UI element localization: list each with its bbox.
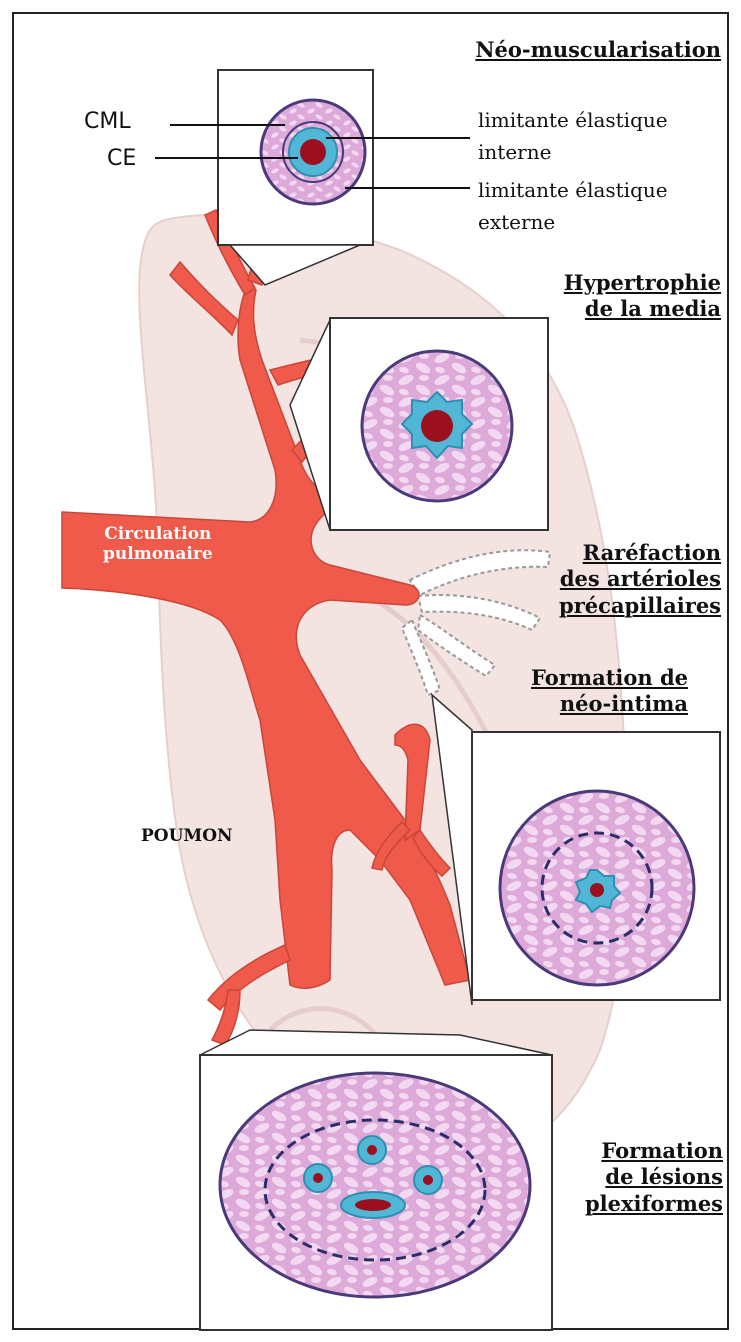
stage-title-neo-muscularisation: Néo-muscularisation: [475, 37, 721, 63]
label-circulation: Circulation pulmonaire: [103, 524, 213, 565]
stage-title-line: Néo-muscularisation: [475, 37, 721, 63]
stage-title-neo-intima: Formation de néo-intima: [531, 665, 688, 718]
stage-title-line: précapillaires: [559, 593, 721, 619]
stage-title-line: plexiformes: [585, 1191, 723, 1217]
stage-title-lesions-plexiformes: Formation de lésions plexiformes: [585, 1138, 723, 1217]
stage-title-line: de lésions: [585, 1164, 723, 1190]
stage-title-line: Formation de: [531, 665, 688, 691]
label-lei-line1: limitante élastique: [478, 108, 668, 133]
stage-title-line: Formation: [585, 1138, 723, 1164]
label-lee-line1: limitante élastique: [478, 178, 668, 203]
stage-title-line: néo-intima: [531, 691, 688, 717]
stage-title-line: des artérioles: [559, 566, 721, 592]
box-neo-intima: [432, 695, 720, 1005]
stage-title-line: Raréfaction: [559, 540, 721, 566]
label-cml: CML: [84, 108, 131, 136]
stage-title-rarefaction: Raréfaction des artérioles précapillaire…: [559, 540, 721, 619]
label-lee-line2: externe: [478, 210, 555, 235]
box-lesions-plexiformes: [200, 1030, 552, 1330]
label-poumon: POUMON: [141, 826, 233, 847]
stage-title-hypertrophie: Hypertrophie de la media: [564, 270, 721, 323]
label-lei-line2: interne: [478, 140, 551, 165]
stage-title-line: Hypertrophie: [564, 270, 721, 296]
stage-title-line: de la media: [564, 296, 721, 322]
label-circulation-line1: Circulation: [103, 524, 213, 544]
label-circulation-line2: pulmonaire: [103, 544, 213, 564]
label-ce: CE: [107, 145, 136, 173]
box-hypertrophie: [290, 318, 548, 530]
